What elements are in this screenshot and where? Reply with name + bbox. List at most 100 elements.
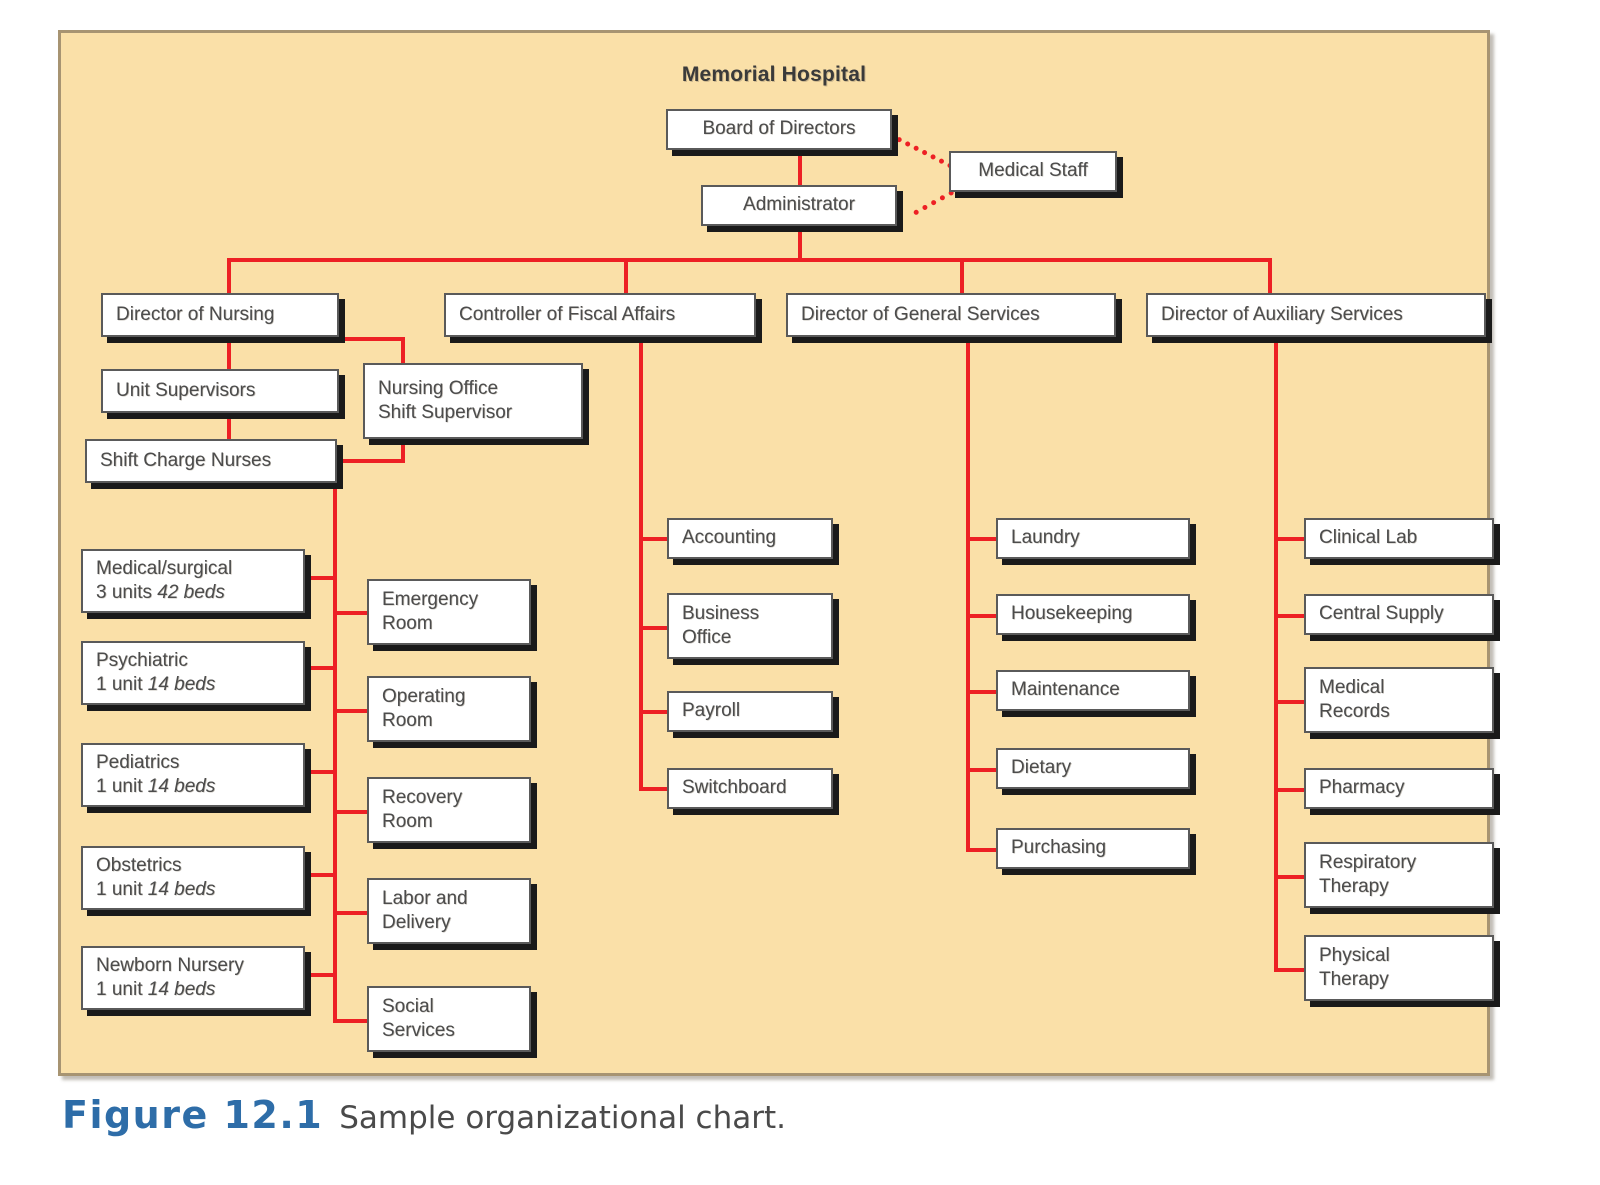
node-auxiliary-service-department[interactable]: Clinical Lab	[1304, 518, 1494, 559]
dept-label-line-2: Therapy	[1319, 969, 1389, 990]
connector-general-branch-1	[966, 614, 996, 618]
connector-aux-branch-5	[1274, 968, 1304, 972]
node-auxiliary-service-department[interactable]: Central Supply	[1304, 594, 1494, 635]
connector-fiscal-branch-0	[639, 537, 667, 541]
node-general-service-department[interactable]: Dietary	[996, 748, 1190, 789]
node-nursing-unit[interactable]: Newborn Nursery 1 unit 14 beds	[81, 946, 305, 1010]
connector-bus-to-nursing	[227, 258, 231, 308]
node-label: Controller of Fiscal Affairs	[459, 303, 676, 325]
node-shift-charge-nurses[interactable]: Shift Charge Nurses	[85, 439, 337, 483]
node-auxiliary-service-department[interactable]: Respiratory Therapy	[1304, 842, 1494, 908]
unit-capacity: 1 unit 14 beds	[96, 776, 216, 797]
node-label: Unit Supervisors	[116, 379, 256, 401]
node-label: Shift Charge Nurses	[100, 449, 272, 471]
node-nursing-department[interactable]: Labor and Delivery	[367, 878, 531, 944]
node-unit-supervisors[interactable]: Unit Supervisors	[101, 369, 339, 413]
unit-capacity: 1 unit 14 beds	[96, 879, 216, 900]
dept-label-line-1: Operating	[382, 685, 466, 707]
node-fiscal-department[interactable]: Payroll	[667, 691, 833, 732]
connector-nursing-main-spine	[333, 479, 337, 1023]
node-director-of-nursing[interactable]: Director of Nursing	[101, 293, 339, 337]
dept-label-line-1: Dietary	[1011, 757, 1072, 779]
node-medical-staff[interactable]: Medical Staff	[949, 151, 1117, 192]
unit-name: Obstetrics	[96, 854, 182, 876]
connector-general-branch-4	[966, 848, 996, 852]
dept-label-line-1: Physical	[1319, 944, 1390, 966]
node-label: Administrator	[743, 194, 855, 216]
connector-director-bus	[227, 258, 1272, 262]
node-auxiliary-service-department[interactable]: Pharmacy	[1304, 768, 1494, 809]
connector-unit-branch-4	[305, 973, 335, 977]
dept-label-line-1: Switchboard	[682, 777, 787, 799]
dept-label-line-2: Services	[382, 1020, 455, 1041]
node-board-of-directors[interactable]: Board of Directors	[666, 109, 892, 150]
node-nursing-unit[interactable]: Medical/surgical 3 units 42 beds	[81, 549, 305, 613]
dept-label-line-1: Clinical Lab	[1319, 527, 1418, 549]
connector-general-branch-3	[966, 768, 996, 772]
connector-general-branch-2	[966, 690, 996, 694]
node-auxiliary-service-department[interactable]: Physical Therapy	[1304, 935, 1494, 1001]
connector-administrator-down	[798, 223, 802, 258]
dept-label-line-2: Room	[382, 811, 433, 832]
connector-general-spine	[966, 333, 970, 852]
node-general-service-department[interactable]: Laundry	[996, 518, 1190, 559]
unit-name: Newborn Nursery	[96, 954, 244, 976]
connector-aux-branch-4	[1274, 875, 1304, 879]
node-label-line-1: Nursing Office	[378, 377, 499, 399]
dept-label-line-2: Delivery	[382, 912, 451, 933]
node-nursing-department[interactable]: Operating Room	[367, 676, 531, 742]
node-nursing-unit[interactable]: Pediatrics 1 unit 14 beds	[81, 743, 305, 807]
connector-fiscal-branch-2	[639, 710, 667, 714]
dept-label-line-1: Purchasing	[1011, 837, 1107, 859]
node-general-service-department[interactable]: Maintenance	[996, 670, 1190, 711]
figure-caption: Figure 12.1 Sample organizational chart.	[62, 1093, 786, 1137]
node-general-service-department[interactable]: Purchasing	[996, 828, 1190, 869]
node-fiscal-department[interactable]: Business Office	[667, 593, 833, 659]
node-nursing-department[interactable]: Social Services	[367, 986, 531, 1052]
node-controller-of-fiscal-affairs[interactable]: Controller of Fiscal Affairs	[444, 293, 756, 337]
dept-label-line-1: Medical	[1319, 676, 1385, 698]
node-administrator[interactable]: Administrator	[701, 185, 897, 226]
dept-label-line-2: Therapy	[1319, 876, 1389, 897]
dept-label-line-1: Central Supply	[1319, 603, 1444, 625]
dept-label-line-1: Emergency	[382, 588, 479, 610]
node-fiscal-department[interactable]: Accounting	[667, 518, 833, 559]
node-fiscal-department[interactable]: Switchboard	[667, 768, 833, 809]
node-nursing-office-shift-supervisor[interactable]: Nursing Office Shift Supervisor	[363, 363, 583, 439]
node-nursing-unit[interactable]: Psychiatric 1 unit 14 beds	[81, 641, 305, 705]
node-label: Director of Nursing	[116, 303, 275, 325]
connector-fiscal-branch-3	[639, 787, 667, 791]
node-auxiliary-service-department[interactable]: Medical Records	[1304, 667, 1494, 733]
connector-unit-branch-2	[305, 770, 335, 774]
node-director-of-general-services[interactable]: Director of General Services	[786, 293, 1116, 337]
connector-unit-branch-1	[305, 666, 335, 670]
node-nursing-department[interactable]: Emergency Room	[367, 579, 531, 645]
dept-label-line-1: Accounting	[682, 527, 777, 549]
node-director-of-auxiliary-services[interactable]: Director of Auxiliary Services	[1146, 293, 1486, 337]
connector-dept-branch-3	[333, 911, 367, 915]
dept-label-line-1: Recovery	[382, 786, 463, 808]
node-nursing-department[interactable]: Recovery Room	[367, 777, 531, 843]
dept-label-line-2: Room	[382, 710, 433, 731]
connector-aux-branch-1	[1274, 614, 1304, 618]
figure-caption-text: Sample organizational chart.	[339, 1100, 786, 1136]
dept-label-line-1: Business	[682, 602, 760, 624]
dept-label-line-2: Records	[1319, 701, 1390, 722]
node-label: Medical Staff	[978, 160, 1088, 182]
connector-office-to-charge-h	[337, 459, 405, 463]
node-label: Director of Auxiliary Services	[1161, 303, 1403, 325]
dept-label-line-2: Room	[382, 613, 433, 634]
connector-aux-branch-0	[1274, 537, 1304, 541]
node-general-service-department[interactable]: Housekeeping	[996, 594, 1190, 635]
node-label: Director of General Services	[801, 303, 1040, 325]
dept-label-line-1: Social	[382, 995, 434, 1017]
connector-nursing-to-office-h	[339, 337, 405, 341]
dept-label-line-2: Office	[682, 627, 732, 648]
dept-label-line-1: Laundry	[1011, 527, 1080, 549]
unit-name: Pediatrics	[96, 751, 180, 773]
connector-unit-branch-3	[305, 873, 335, 877]
node-nursing-unit[interactable]: Obstetrics 1 unit 14 beds	[81, 846, 305, 910]
dept-label-line-1: Housekeeping	[1011, 603, 1133, 625]
connector-bus-to-general	[960, 258, 964, 308]
figure-number: Figure 12.1	[62, 1093, 324, 1137]
